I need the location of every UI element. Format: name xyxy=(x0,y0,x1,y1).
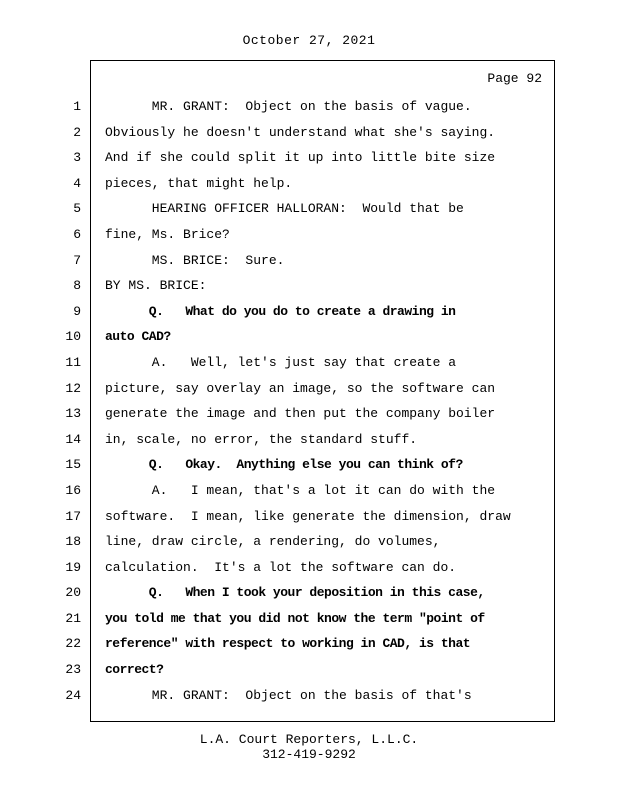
reporter-company: L.A. Court Reporters, L.L.C. xyxy=(199,732,419,747)
line-text: MR. GRANT: Object on the basis of that's xyxy=(105,687,472,703)
transcript-line: 3 And if she could split it up into littl… xyxy=(73,145,554,171)
line-text: BY MS. BRICE: xyxy=(105,278,207,294)
line-text: calculation. It's a lot the software can… xyxy=(105,559,457,575)
line-number: 21 xyxy=(65,610,81,626)
line-text: Obviously he doesn't understand what she… xyxy=(105,124,496,140)
transcript-line: 24 MR. GRANT: Object on the basis of tha… xyxy=(65,683,554,709)
line-number: 14 xyxy=(65,431,81,447)
line-number: 19 xyxy=(65,559,81,575)
line-text: MR. GRANT: Object on the basis of vague. xyxy=(105,99,472,114)
transcript-line: 13 generate the image and then put the co… xyxy=(65,401,554,427)
transcript-lines: 1 MR. GRANT: Object on the basis of vagu… xyxy=(65,94,554,709)
transcript-line: 7 MS. BRICE: Sure. xyxy=(73,248,554,274)
line-text: software. I mean, like generate the dime… xyxy=(105,508,511,524)
transcript-line: 9 Q. What do you do to create a drawing … xyxy=(73,299,554,325)
line-text: correct? xyxy=(105,662,164,678)
reporter-phone: 312-419-9292 xyxy=(262,747,356,762)
line-text: HEARING OFFICER HALLORAN: Would that be xyxy=(105,201,464,217)
line-text: Q. What do you do to create a drawing in xyxy=(105,303,456,319)
transcript-line: 18 line, draw circle, a rendering, do vol… xyxy=(65,529,554,555)
transcript-line: 1 MR. GRANT: Object on the basis of vagu… xyxy=(73,94,554,120)
transcript-line: 5 HEARING OFFICER HALLORAN: Would that b… xyxy=(73,196,554,222)
line-number: 12 xyxy=(65,380,81,396)
line-text: auto CAD? xyxy=(105,329,171,345)
transcript-line: 15 Q. Okay. Anything else you can think … xyxy=(65,452,554,478)
transcript-line: 12 picture, say overlay an image, so the … xyxy=(65,376,554,402)
transcript-line: 17 software. I mean, like generate the di… xyxy=(65,504,554,530)
line-number: 15 xyxy=(65,457,81,473)
transcript-line: 21 you told me that you did not know the … xyxy=(65,606,554,632)
transcript-date: October 27, 2021 xyxy=(242,33,376,48)
transcript-line: 19 calculation. It's a lot the software c… xyxy=(65,555,554,581)
line-number: 5 xyxy=(73,201,81,217)
transcript-line: 11 A. Well, let's just say that create a xyxy=(65,350,554,376)
transcript-line: 8 BY MS. BRICE: xyxy=(73,273,554,299)
line-text: pieces, that might help. xyxy=(105,175,293,191)
line-number: 6 xyxy=(73,226,81,242)
transcript-line: 16 A. I mean, that's a lot it can do wit… xyxy=(65,478,554,504)
line-text: fine, Ms. Brice? xyxy=(105,226,230,242)
page-number-label: Page 92 xyxy=(487,71,542,86)
line-number: 4 xyxy=(73,175,81,191)
reporter-footer: L.A. Court Reporters, L.L.C. 312-419-929… xyxy=(0,732,618,762)
line-text: line, draw circle, a rendering, do volum… xyxy=(105,534,441,550)
line-text: picture, say overlay an image, so the so… xyxy=(105,380,496,396)
transcript-line: 2 Obviously he doesn't understand what sh… xyxy=(73,120,554,146)
line-number: 7 xyxy=(73,252,81,268)
line-number: 2 xyxy=(73,124,81,140)
line-text: reference" with respect to working in CA… xyxy=(105,636,471,652)
transcript-line: 20 Q. When I took your deposition in thi… xyxy=(65,580,554,606)
line-number: 18 xyxy=(65,534,81,550)
line-text: And if she could split it up into little… xyxy=(105,150,496,166)
transcript-line: 14 in, scale, no error, the standard stuf… xyxy=(65,427,554,453)
transcript-line: 23 correct? xyxy=(65,657,554,683)
line-number: 24 xyxy=(65,687,81,703)
line-number: 16 xyxy=(65,482,81,498)
line-number: 17 xyxy=(65,508,81,524)
page-box: Page 92 1 MR. GRANT: Object on the basis… xyxy=(65,60,555,722)
line-text: A. Well, let's just say that create a xyxy=(105,354,457,370)
line-number: 8 xyxy=(73,278,81,294)
transcript-line: 4 pieces, that might help. xyxy=(73,171,554,197)
line-number: 13 xyxy=(65,406,81,422)
line-text: in, scale, no error, the standard stuff. xyxy=(105,431,418,447)
line-text: A. I mean, that's a lot it can do with t… xyxy=(105,482,496,498)
line-number: 23 xyxy=(65,662,81,678)
line-number: 11 xyxy=(65,354,81,370)
line-text: generate the image and then put the comp… xyxy=(105,406,496,422)
transcript-line: 6 fine, Ms. Brice? xyxy=(73,222,554,248)
line-number: 1 xyxy=(73,99,81,114)
line-text: you told me that you did not know the te… xyxy=(105,610,485,626)
line-number: 20 xyxy=(65,585,81,601)
line-number: 22 xyxy=(65,636,81,652)
line-number: 10 xyxy=(65,329,81,345)
line-number: 3 xyxy=(73,150,81,166)
transcript-line: 22 reference" with respect to working in … xyxy=(65,631,554,657)
line-text: Q. Okay. Anything else you can think of? xyxy=(105,457,463,473)
line-text: Q. When I took your deposition in this c… xyxy=(105,585,485,601)
line-text: MS. BRICE: Sure. xyxy=(105,252,285,268)
transcript-line: 10 auto CAD? xyxy=(65,324,554,350)
line-number: 9 xyxy=(73,303,81,319)
